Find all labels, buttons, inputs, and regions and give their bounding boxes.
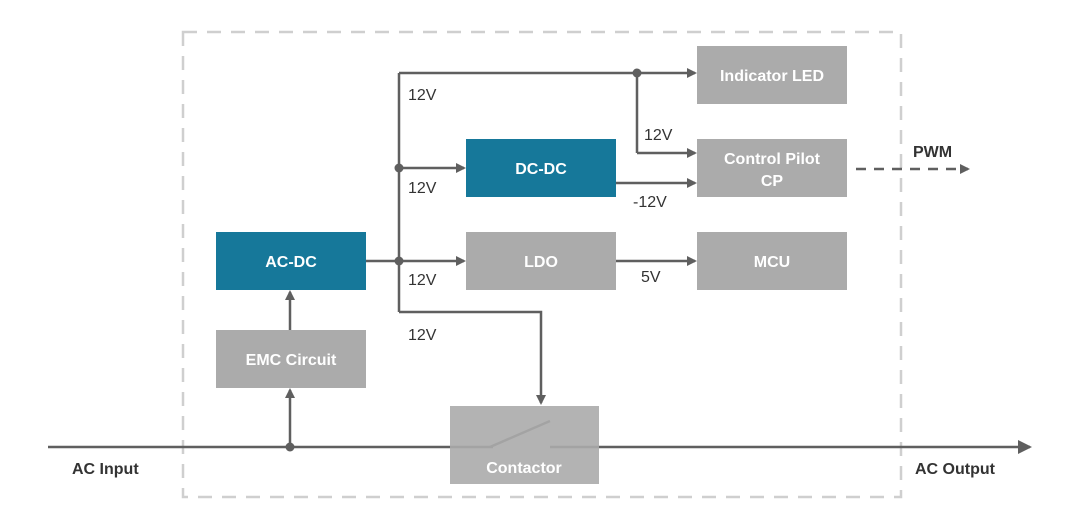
connections	[48, 68, 1032, 454]
mcu-block	[697, 232, 847, 290]
voltage-label-cp-neg: -12V	[633, 194, 667, 211]
emc-circuit-label: EMC Circuit	[246, 352, 337, 369]
control-pilot-label-line1: Control Pilot	[724, 151, 821, 168]
indicator-led-label: Indicator LED	[720, 68, 824, 85]
contactor-block	[450, 406, 599, 484]
voltage-label-cp-pos: 12V	[644, 127, 673, 144]
junction-dot	[632, 68, 642, 78]
acdc-block	[216, 232, 366, 290]
junction-dot	[394, 256, 404, 266]
emc-circuit-block	[216, 330, 366, 388]
voltage-label-ldo-in: 12V	[408, 272, 437, 289]
junctions	[285, 68, 642, 452]
control-pilot-block	[697, 139, 847, 197]
ac-input-label: AC Input	[72, 461, 139, 478]
dcdc-block	[466, 139, 616, 197]
dcdc-label: DC-DC	[515, 161, 567, 178]
control-pilot-label-line2: CP	[761, 173, 784, 190]
contactor-label: Contactor	[486, 460, 562, 477]
pwm-label: PWM	[913, 144, 952, 161]
mcu-label: MCU	[754, 254, 790, 271]
voltage-label-contactor: 12V	[408, 327, 437, 344]
ac-output-label: AC Output	[915, 461, 996, 478]
ldo-label: LDO	[524, 254, 558, 271]
voltage-label-dcdc-in: 12V	[408, 180, 437, 197]
voltage-label-led: 12V	[408, 87, 437, 104]
junction-dot	[394, 163, 404, 173]
voltage-label-mcu: 5V	[641, 269, 661, 286]
bus-to-contactor-arrow	[399, 310, 546, 405]
junction-dot	[285, 442, 295, 452]
system-boundary	[181, 30, 903, 499]
ldo-block	[466, 232, 616, 290]
acdc-label: AC-DC	[265, 254, 317, 271]
indicator-led-block	[697, 46, 847, 104]
